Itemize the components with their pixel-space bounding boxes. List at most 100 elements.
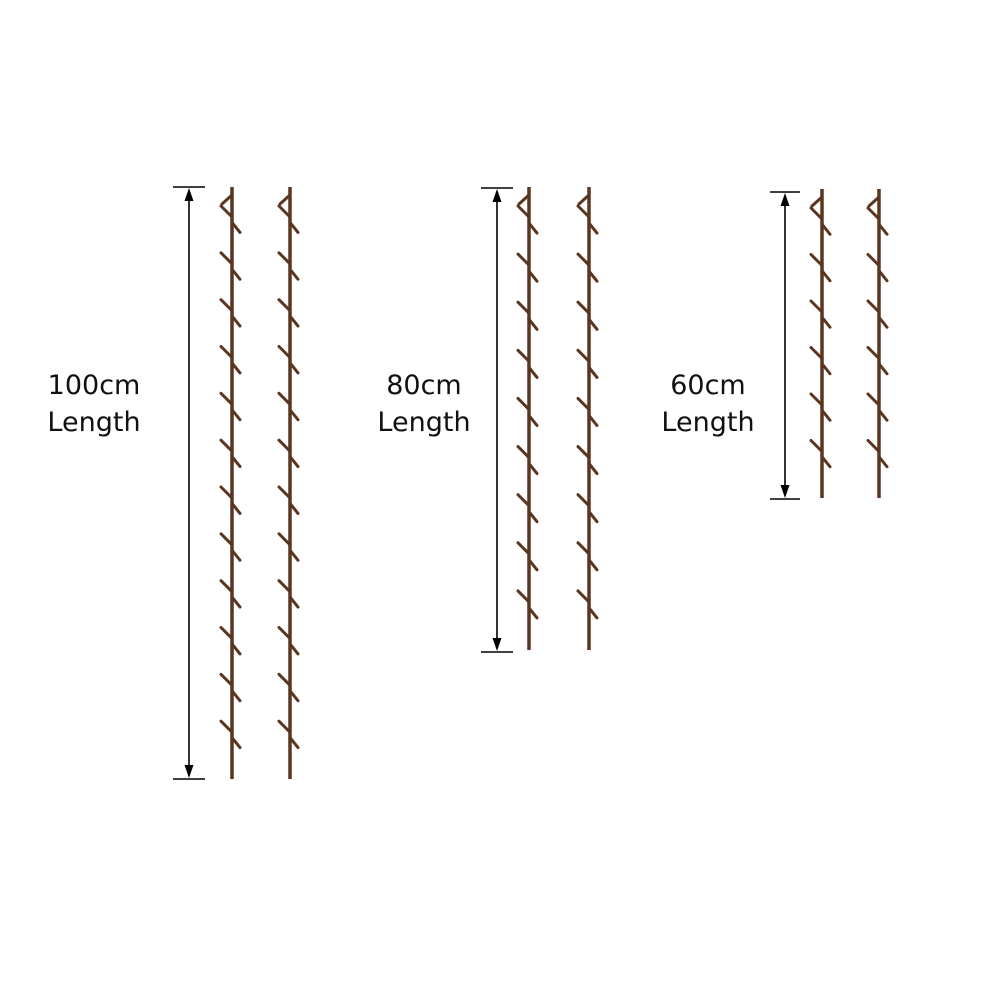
branch-stem-left — [219, 187, 242, 779]
twig-right — [587, 510, 599, 524]
twig-left — [219, 391, 234, 406]
twig-left — [516, 589, 531, 604]
twig-right — [288, 220, 300, 234]
twig-left — [576, 541, 591, 556]
twig-right — [877, 315, 889, 329]
twig-right — [820, 315, 832, 329]
twig-left — [576, 493, 591, 508]
twig-right — [288, 548, 300, 562]
twig-top — [517, 193, 531, 206]
dimension-arrow — [173, 186, 205, 780]
length-value: 100cm — [47, 370, 141, 401]
length-word: Length — [377, 407, 471, 438]
twig-right — [820, 269, 832, 283]
twig-right — [527, 221, 539, 235]
twig-left — [277, 204, 292, 219]
size-group-100cm: 100cm Length — [0, 0, 320, 1000]
twig-right — [527, 269, 539, 283]
twig-left — [277, 672, 292, 687]
twig-left — [516, 204, 531, 219]
twig-left — [576, 300, 591, 315]
twig-left — [219, 579, 234, 594]
size-group-60cm: 60cm Length — [630, 0, 930, 1000]
twig-top — [220, 193, 234, 206]
twig-right — [587, 414, 599, 427]
twig-right — [230, 220, 242, 234]
branch-art-80cm — [481, 187, 599, 653]
twig-right — [527, 414, 539, 427]
length-value: 80cm — [386, 370, 462, 401]
dimension-arrow — [481, 187, 513, 653]
twig-right — [288, 595, 300, 609]
twig-left — [516, 493, 531, 508]
twig-right — [587, 221, 599, 235]
twig-right — [230, 689, 242, 703]
dimension-arrow — [770, 191, 800, 500]
arrowhead-up-icon — [780, 193, 790, 206]
twig-right — [288, 455, 300, 469]
twig-left — [277, 485, 292, 500]
twig-left — [277, 251, 292, 266]
twig-left — [516, 541, 531, 556]
twig-right — [587, 269, 599, 283]
twig-right — [587, 558, 599, 572]
twig-left — [277, 438, 292, 453]
twig-left — [866, 206, 881, 221]
length-label-80cm: 80cm Length — [354, 367, 494, 441]
twig-left — [219, 438, 234, 453]
twig-right — [820, 362, 832, 376]
twig-top — [577, 193, 591, 206]
twig-left — [866, 392, 881, 407]
twig-left — [277, 532, 292, 547]
twig-left — [516, 348, 531, 363]
twig-right — [288, 314, 300, 328]
twig-right — [877, 269, 889, 283]
twig-right — [820, 222, 832, 236]
twig-left — [277, 345, 292, 359]
twig-right — [230, 314, 242, 328]
twig-left — [516, 396, 531, 411]
twig-right — [288, 501, 300, 515]
twig-left — [219, 485, 234, 500]
twig-top — [278, 193, 292, 206]
length-word: Length — [47, 407, 141, 438]
twig-left — [866, 253, 881, 267]
arrowhead-down-icon — [184, 765, 194, 778]
twig-left — [219, 298, 234, 313]
arrowhead-down-icon — [492, 638, 502, 651]
twig-left — [576, 204, 591, 219]
arrowhead-up-icon — [492, 189, 502, 202]
twig-right — [230, 548, 242, 562]
twig-left — [516, 252, 531, 267]
twig-right — [877, 362, 889, 376]
twig-left — [277, 298, 292, 313]
twig-right — [230, 408, 242, 422]
twig-left — [219, 345, 234, 359]
twig-right — [288, 408, 300, 422]
twig-right — [527, 317, 539, 331]
twig-right — [877, 408, 889, 422]
branch-stem-left — [809, 189, 832, 498]
twig-left — [809, 392, 824, 407]
twig-left — [277, 719, 292, 734]
twig-left — [277, 626, 292, 640]
branch-stem-right — [277, 187, 300, 779]
twig-left — [809, 206, 824, 221]
twig-right — [587, 462, 599, 476]
twig-left — [866, 346, 881, 360]
twig-right — [587, 365, 599, 379]
twig-left — [516, 300, 531, 315]
branch-art-60cm — [770, 189, 889, 500]
twig-left — [219, 532, 234, 547]
twig-top — [810, 195, 824, 208]
twig-left — [219, 719, 234, 734]
twig-left — [576, 396, 591, 411]
twig-top — [867, 195, 881, 208]
twig-right — [230, 736, 242, 750]
twig-right — [230, 595, 242, 609]
length-word: Length — [661, 407, 755, 438]
twig-right — [820, 408, 832, 422]
arrowhead-up-icon — [184, 188, 194, 201]
twig-right — [527, 510, 539, 524]
twig-right — [288, 361, 300, 375]
